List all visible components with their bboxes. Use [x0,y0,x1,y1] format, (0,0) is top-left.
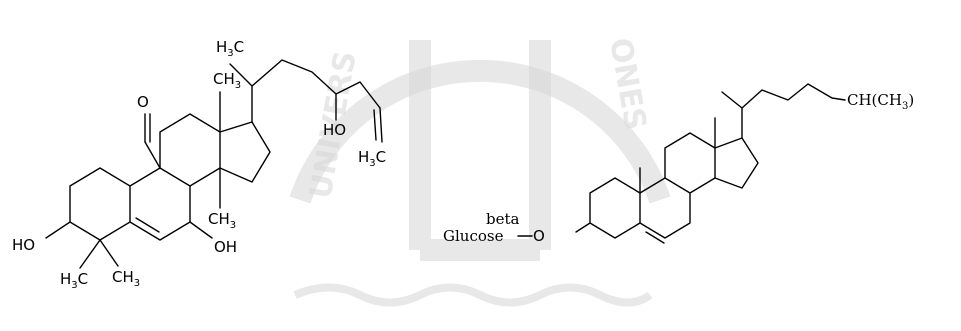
ch3-c4-label: CH3 [112,268,140,289]
double-bond-side-1 [379,107,383,143]
molecule-left: O H3C CH3 HO H3C CH3 HO OH H3C CH3 [12,38,386,291]
beta-label: beta [486,210,520,228]
double-bond-c5-c6 [135,217,160,233]
watermark-arc [289,59,671,204]
aldehyde-ch [144,141,161,169]
ring-c [159,113,221,187]
aldehyde-oxygen-label: O [137,93,149,111]
o-glucose-bond [575,222,591,233]
watermark-pillars [409,40,551,261]
glucose-label: Glucose [443,227,504,245]
ch3-c13-label: CH3 [213,70,241,91]
ring-b-right [639,177,691,239]
methyl-top-label: H3C [216,38,244,59]
ho-c3-bond [45,221,71,239]
oh-c7-label: OH [214,238,237,256]
ho-c3-label: HO [12,236,35,254]
linker-oxygen-label: O [533,227,545,245]
double-bond-c5-c6-right [645,231,665,244]
c4-methyl-a [79,239,101,269]
molecule-right: CH(CH3) beta Glucose O [443,83,914,245]
ring-c-right [664,132,716,194]
ring-b [129,167,191,241]
ring-d-right [714,137,759,189]
side-chain-right [721,83,846,139]
watermark-script [293,283,653,307]
ring-a [69,167,131,241]
double-bond-side-2 [373,109,377,141]
watermark: UNIVERS ONES [289,35,671,307]
c4-methyl-b [99,239,119,267]
hydroxyl-side-label: HO [323,121,346,139]
ch3-c14-label: CH3 [208,210,236,231]
ring-a-right [589,177,641,239]
chain-end-label: CH(CH3) [847,91,914,112]
ring-d [219,121,271,183]
h3c-c4-label: H3C [60,270,88,291]
methyl-end-label: H3C [358,148,386,169]
side-chain [229,59,381,123]
oh-c7-bond [189,221,213,239]
